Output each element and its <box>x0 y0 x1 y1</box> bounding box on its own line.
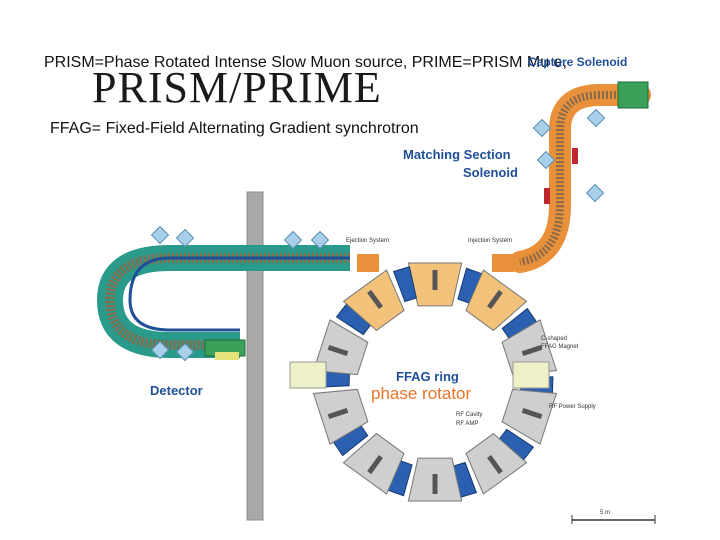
ffag-sector <box>312 388 369 445</box>
ffag-sector <box>312 319 369 376</box>
rf-power-supply-box <box>512 361 550 389</box>
beam-monitor <box>150 225 170 245</box>
injection-block <box>492 254 514 272</box>
label-rf-cavity: RF Cavity <box>456 412 482 418</box>
matching-section-inner <box>519 91 640 266</box>
rf-cavity <box>327 345 349 356</box>
rf-cavity <box>487 454 503 475</box>
matching-section-beamline <box>509 84 651 273</box>
ffag-magnet <box>392 266 417 303</box>
label-capture-solenoid: Capture Solenoid <box>528 55 627 69</box>
beam-monitor <box>585 183 605 203</box>
rf-cavity <box>367 454 383 475</box>
ffag-sector <box>501 388 558 445</box>
shield-wall <box>246 191 264 521</box>
rf-cavity <box>521 345 543 356</box>
detector-beamline-inner <box>104 253 350 350</box>
label-matching-solenoid: Solenoid <box>463 165 518 180</box>
label-ffag-magnet: FFAG Magnet <box>541 344 579 350</box>
label-injection-system: Injection System <box>468 238 512 244</box>
detector-beamline-core <box>128 256 350 332</box>
detector-yellow <box>215 352 239 360</box>
label-detector: Detector <box>150 383 203 398</box>
label-ffag-ring: FFAG ring <box>396 369 459 384</box>
caption-line-1: PRISM=Phase Rotated Intense Slow Muon so… <box>44 54 567 71</box>
label-matching-section: Matching Section <box>403 147 511 162</box>
caption-line-2: FFAG= Fixed-Field Alternating Gradient s… <box>50 120 419 137</box>
beamline-monitors <box>150 108 606 362</box>
beam-monitor <box>175 342 195 362</box>
rf-cavity <box>521 408 543 419</box>
beam-monitor <box>310 230 330 250</box>
label-c-shaped: C-shaped <box>541 336 567 342</box>
label-scale: 5 m <box>600 510 610 516</box>
matching-red-marker-1 <box>572 148 578 164</box>
caption: PRISM=Phase Rotated Intense Slow Muon so… <box>44 8 567 162</box>
beam-monitor <box>150 340 170 360</box>
beam-monitor <box>283 230 303 250</box>
beam-monitor <box>586 108 606 128</box>
brand-title: PRISM/PRIME <box>92 63 382 112</box>
capture-solenoid <box>617 81 649 109</box>
label-rf-amp: RF AMP <box>456 421 478 427</box>
beam-monitor <box>532 118 552 138</box>
matching-red-marker-2 <box>544 188 550 204</box>
rf-cavity <box>367 289 383 310</box>
label-phase-rotator: phase rotator <box>371 384 472 403</box>
label-ejection-system: Ejection System <box>346 238 389 244</box>
ffag-ring <box>289 262 558 502</box>
detector-beamline <box>96 245 350 358</box>
beam-monitor <box>175 228 195 248</box>
rf-cavity <box>487 289 503 310</box>
rf-power-supply-box <box>289 361 327 389</box>
beam-monitor <box>536 150 556 170</box>
rf-cavity <box>327 408 349 419</box>
ejection-block <box>357 254 379 272</box>
ffag-sector <box>501 319 558 376</box>
label-rf-power-supply: RF Power Supply <box>549 404 596 410</box>
